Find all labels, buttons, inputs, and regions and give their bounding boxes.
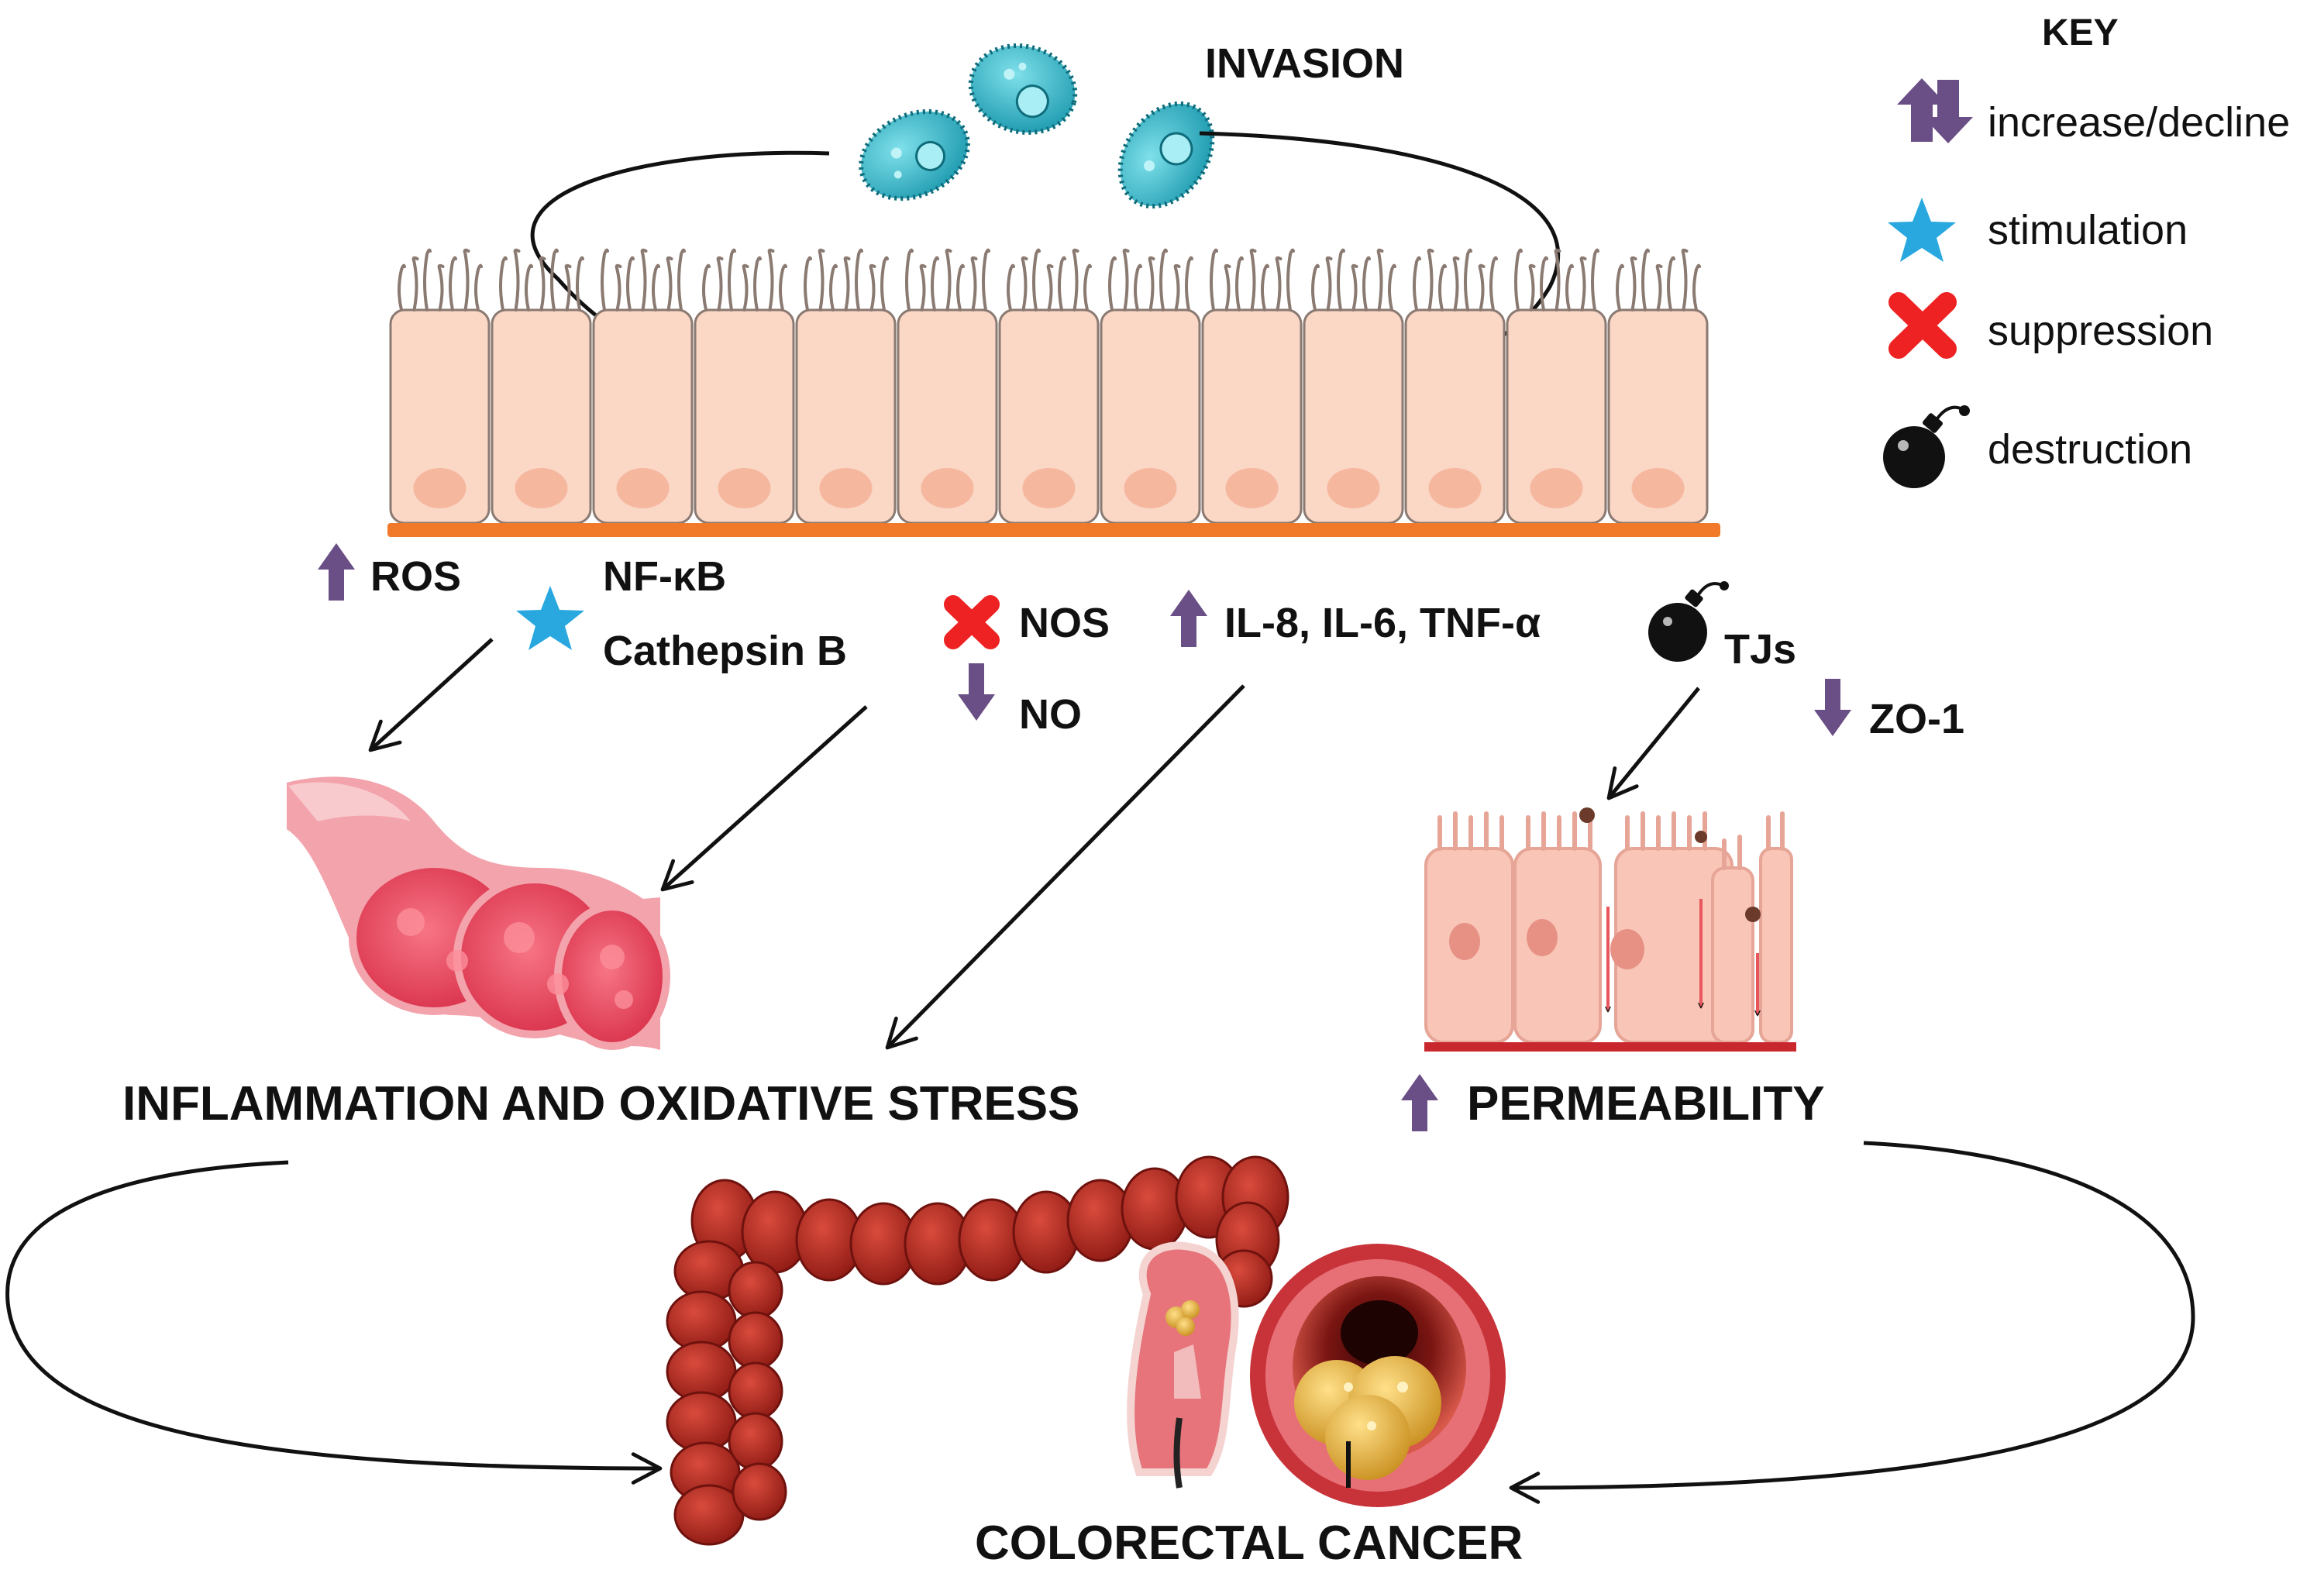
up-arrow-icon [318, 543, 355, 601]
colon-segment [728, 1361, 783, 1420]
arrow-nos-to-inflammation [660, 705, 868, 892]
star-icon [516, 586, 584, 650]
epithelial-cell [389, 248, 491, 525]
key-legend: KEY increase/decline stimulation suppres… [1883, 12, 2290, 488]
epithelial-cell [1201, 248, 1303, 525]
key-label-stimulation: stimulation [1988, 207, 2188, 253]
arrow-cytokines-to-inflammation [885, 684, 1245, 1050]
epithelial-cell [1100, 248, 1201, 525]
colon-segment [728, 1412, 783, 1471]
invasion-arrow-right [1199, 131, 1561, 366]
label-zo-1: ZO-1 [1869, 696, 1964, 742]
colorectal-cancer-label: COLORECTAL CANCER [975, 1516, 1523, 1570]
label-cathepsin-b: Cathepsin B [603, 628, 847, 674]
down-arrow-icon [958, 663, 995, 721]
epithelial-cell [795, 248, 897, 525]
epithelial-cell [491, 248, 592, 525]
epithelial-cell [1404, 248, 1506, 525]
up-down-arrows-icon [1897, 78, 1973, 143]
inflammation-oxidative-stress-label: INFLAMMATION AND OXIDATIVE STRESS [122, 1077, 1079, 1131]
bomb-icon [1648, 581, 1729, 662]
basement-membrane [387, 523, 1720, 537]
bacteria-group [859, 43, 1215, 209]
up-arrow-icon [1401, 1074, 1438, 1131]
key-label-destruction: destruction [1988, 426, 2192, 473]
epithelial-cell [897, 248, 998, 525]
arrow-permeability-to-cancer [1509, 1141, 2195, 1504]
down-arrow-icon [1814, 679, 1851, 736]
colon-cross-section-tumor [1250, 1244, 1506, 1507]
star-icon [1888, 198, 1956, 262]
colon-segment [728, 1311, 783, 1370]
label-ros: ROS [370, 553, 461, 600]
epithelial-cell [1506, 248, 1607, 525]
label-no: NO [1019, 691, 1082, 738]
intestinal-epithelium [389, 248, 1709, 525]
label-tjs: TJs [1724, 626, 1796, 673]
key-heading: KEY [2042, 12, 2119, 53]
arrow-tjs-to-permeability [1606, 687, 1700, 800]
label-nf-kb: NF-κB [603, 553, 726, 600]
permeable-epithelium-illustration [1424, 807, 1796, 1052]
invasion-title: INVASION [1205, 40, 1404, 87]
bacterium-right-icon [1117, 101, 1215, 209]
epithelial-cell [1303, 248, 1404, 525]
label-nos: NOS [1019, 600, 1110, 646]
x-mark-icon [1888, 292, 1957, 359]
key-label-suppression: suppression [1988, 308, 2213, 354]
bacterium-middle-icon [968, 43, 1078, 135]
colon-segment [728, 1261, 783, 1320]
permeability-label: PERMEABILITY [1467, 1077, 1825, 1131]
key-label-increase-decline: increase/decline [1988, 99, 2290, 146]
epithelial-cell [998, 248, 1100, 525]
arrow-ros-to-inflammation [368, 638, 494, 752]
epithelial-cell [592, 248, 694, 525]
epithelial-cell [1607, 248, 1709, 525]
epithelial-cell [694, 248, 795, 525]
up-arrow-icon [1170, 590, 1207, 647]
colon-segment [732, 1462, 787, 1521]
inflamed-intestine-illustration [287, 776, 670, 1050]
label-cytokines: IL-8, IL-6, TNF-α [1224, 600, 1541, 646]
colon-polyp-section [1127, 1241, 1239, 1489]
arrow-inflammation-to-cancer [5, 1160, 663, 1485]
bacterium-left-icon [859, 108, 970, 201]
x-mark-icon [944, 595, 1000, 649]
bomb-icon [1883, 405, 1970, 488]
